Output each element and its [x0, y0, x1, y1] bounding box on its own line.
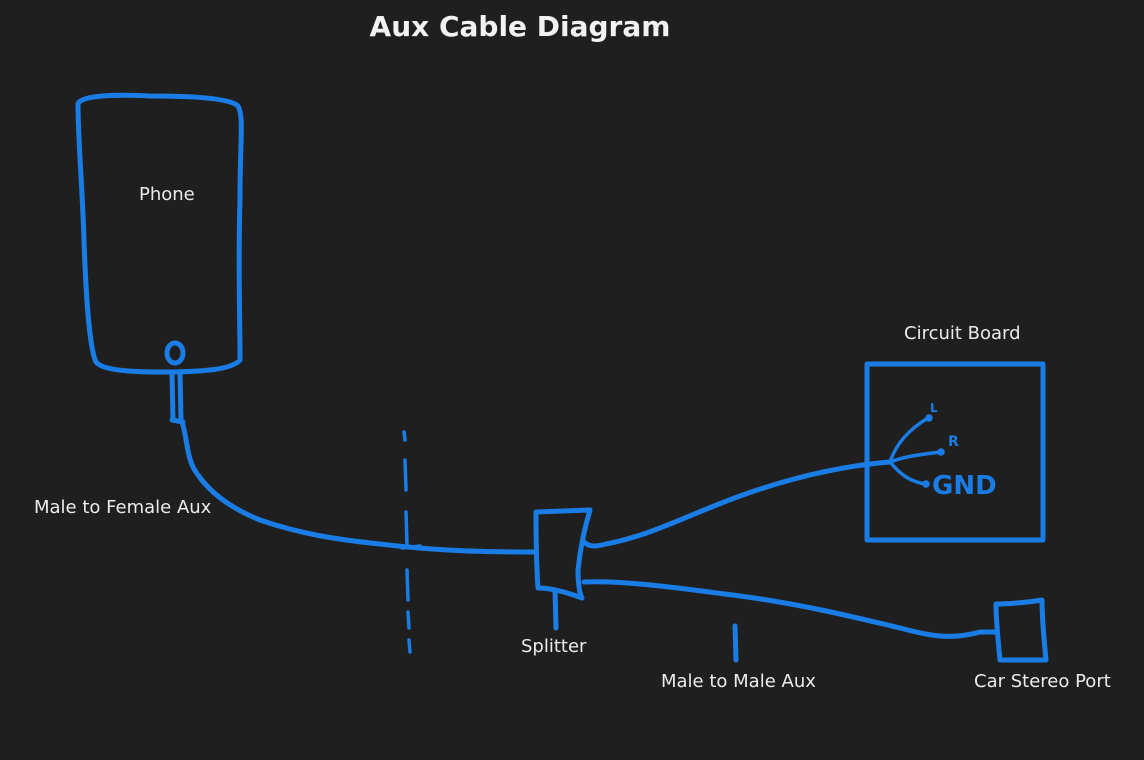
male-to-male-tick: [732, 623, 739, 663]
pin-ground-dot: [922, 480, 930, 488]
circuit-board-box: [864, 361, 1046, 543]
male-to-male-label: Male to Male Aux: [661, 671, 816, 692]
phone-label: Phone: [139, 184, 195, 205]
divider-tick: [400, 544, 422, 550]
diagram-title: Aux Cable Diagram: [369, 10, 671, 43]
wire-left: [888, 416, 930, 464]
pin-label-right: R: [948, 434, 959, 450]
wire-ground: [888, 460, 928, 486]
jack-plug-left: [169, 369, 176, 423]
board-cable: [581, 459, 893, 549]
pin-label-ground: GND: [932, 471, 997, 501]
splitter-stem: [552, 587, 559, 631]
jack-plug-right: [177, 369, 184, 423]
circuit-board-label: Circuit Board: [904, 323, 1021, 344]
pin-right-dot: [937, 448, 945, 456]
pin-left-dot: [925, 414, 933, 422]
stereo-cable: [581, 579, 999, 639]
male-to-female-label: Male to Female Aux: [34, 497, 212, 518]
splitter-label: Splitter: [521, 636, 587, 657]
wire-right: [888, 450, 942, 464]
phone-jack: [164, 340, 186, 366]
splitter-box: [533, 507, 593, 601]
phone-outline: [75, 92, 244, 375]
car-stereo-label: Car Stereo Port: [974, 671, 1111, 692]
pin-label-left: L: [930, 401, 938, 415]
divider-dashes: [402, 430, 412, 654]
male-to-female-cable: [179, 419, 539, 555]
car-stereo-box: [993, 597, 1049, 663]
